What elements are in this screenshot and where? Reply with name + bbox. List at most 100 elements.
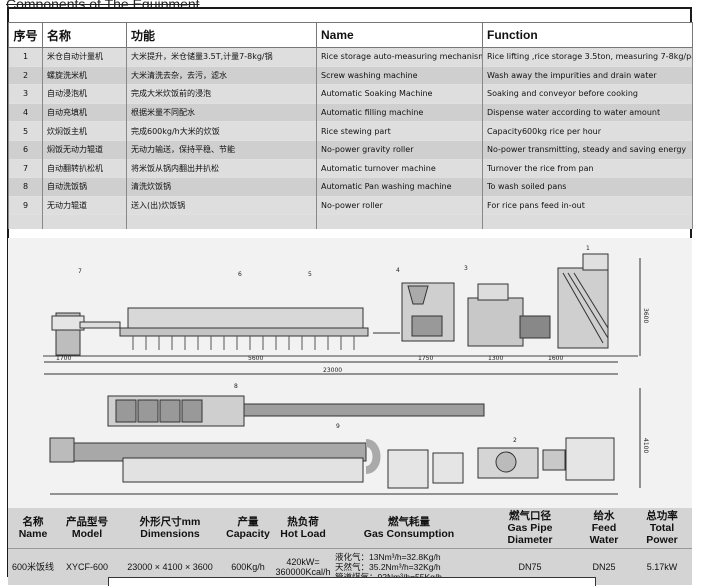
cell-no: 1	[8, 47, 43, 67]
cell-feature: 根据米量不同配水	[126, 102, 317, 122]
cell-function-en: Wash away the impurities and drain water	[482, 65, 693, 85]
cell-feature: 清洗炊饭锅	[126, 177, 317, 197]
equipment-layout-drawing: 7 6 5 4 3 1 8 9 2 1700 5600 1750 1300 16…	[8, 238, 692, 508]
spec-header-cn: 燃气耗量	[388, 516, 430, 528]
spec-header-cn: 产品型号	[66, 516, 108, 528]
spec-header-en: Hot Load	[280, 528, 326, 540]
cell-no: 5	[8, 121, 43, 141]
cell-name: 炊焖饭主机	[42, 121, 127, 141]
cell-feature: 无动力输送，保持平稳、节能	[126, 139, 317, 160]
cell-no: 6	[8, 139, 43, 160]
pan-return-roller-plan	[243, 403, 485, 417]
cell-name: 自动充填机	[42, 102, 127, 122]
cell-name: 焖饭无动力辊道	[42, 139, 127, 160]
spec-feed-water: DN25	[592, 562, 616, 572]
layout-svg: 7 6 5 4 3 1 8 9 2 1700 5600 1750 1300 16…	[43, 245, 649, 495]
spec-header-en: Dimensions	[140, 528, 200, 540]
rice-storage-plan	[565, 437, 615, 481]
cell-function-en: Rice lifting ,rice storage 3.5ton, measu…	[482, 47, 693, 67]
spec-capacity: 600Kg/h	[231, 562, 265, 572]
soaking-machine-elevation	[467, 297, 524, 347]
dim-1750: 1750	[418, 355, 433, 362]
cell-name-en: Rice stewing part	[316, 121, 483, 141]
cell-feature: 大米提升，米仓储量3.5T,计量7-8kg/锅	[126, 47, 317, 67]
cell-name: 自动翻转扒松机	[42, 158, 127, 178]
stewing-part-plan	[122, 457, 364, 483]
callout-8: 8	[234, 383, 238, 390]
callout-4: 4	[396, 267, 400, 274]
cell-function-en: Turnover the rice from pan	[482, 158, 693, 178]
cell-name: 自动洗饭锅	[42, 177, 127, 197]
cell-name-en: Automatic filling machine	[316, 102, 483, 122]
spec-total-power: 5.17kW	[646, 562, 678, 572]
blank-cell	[42, 214, 127, 230]
header-no: 序号	[8, 22, 43, 48]
callout-3: 3	[464, 265, 468, 272]
hot-load-line-1: 420kW=	[286, 557, 320, 567]
gas-natural: 天然气：35.2Nm³/h=32Kg/h	[335, 562, 441, 572]
cell-no: 7	[8, 158, 43, 178]
cell-name-en: Rice storage auto-measuring mechanism	[316, 47, 483, 67]
dim-1700: 1700	[56, 355, 71, 362]
spec-model: XYCF-600	[65, 562, 109, 572]
cell-function-en: Dispense water according to water amount	[482, 102, 693, 122]
spec-name: 600米饭线	[11, 562, 55, 572]
cell-name-en: Screw washing machine	[316, 65, 483, 85]
spec-header-en: Capacity	[226, 528, 270, 540]
cell-no: 8	[8, 177, 43, 197]
dim-total: 23000	[323, 367, 342, 374]
spec-pipe-diameter: DN75	[518, 562, 542, 572]
callout-9: 9	[336, 423, 340, 430]
components-header-row: 序号 名称 功能 Name Function	[8, 22, 693, 48]
header-name-en: Name	[316, 22, 483, 48]
cell-no: 9	[8, 195, 43, 215]
spec-dimensions: 23000 × 4100 × 3600	[127, 562, 213, 572]
spec-header-en: Feed Water	[589, 522, 619, 546]
callout-6: 6	[238, 271, 242, 278]
blank-cell	[126, 214, 317, 230]
header-feature: 功能	[126, 22, 317, 48]
cell-name-en: No-power roller	[316, 195, 483, 215]
spec-header-cn: 给水	[593, 510, 615, 522]
spec-header-en: Model	[71, 528, 103, 540]
callout-2: 2	[513, 437, 517, 444]
soaking-filling-plan	[387, 449, 429, 489]
cell-name-en: Automatic Soaking Machine	[316, 84, 483, 104]
cell-name: 螺旋洗米机	[42, 65, 127, 85]
spec-header-en: Total Power	[646, 522, 678, 546]
callout-1: 1	[586, 245, 590, 252]
spec-header-cn: 总功率	[646, 510, 678, 522]
blank-row	[8, 214, 693, 230]
callout-5: 5	[308, 271, 312, 278]
spec-header-en: Gas Pipe Diameter	[507, 522, 553, 546]
dim-height: 3600	[642, 308, 649, 323]
header-function-en: Function	[482, 22, 693, 48]
cell-no: 3	[8, 84, 43, 104]
cell-function-en: Soaking and conveyor before cooking	[482, 84, 693, 104]
cell-feature: 送入(出)炊饭锅	[126, 195, 317, 215]
cell-name-en: Automatic turnover machine	[316, 158, 483, 178]
cell-function-en: Capacity600kg rice per hour	[482, 121, 693, 141]
cell-function-en: For rice pans feed in-out	[482, 195, 693, 215]
dim-1300: 1300	[488, 355, 503, 362]
cell-feature: 完成大米炊饭前的浸泡	[126, 84, 317, 104]
dim-1600: 1600	[548, 355, 563, 362]
cell-feature: 完成600kg/h大米的炊饭	[126, 121, 317, 141]
spec-header-cn: 名称	[22, 516, 44, 528]
